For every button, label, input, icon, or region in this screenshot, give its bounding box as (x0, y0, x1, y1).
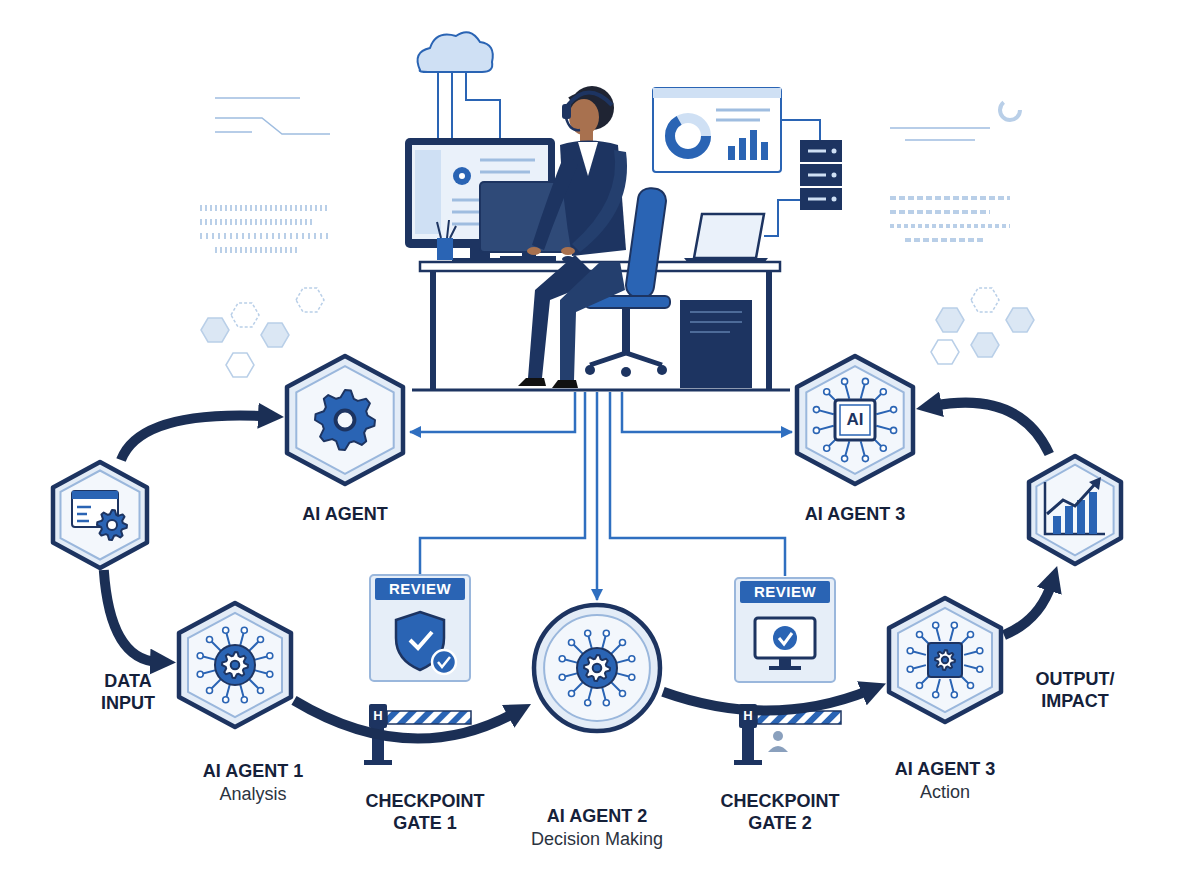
node-title: DATA INPUT (83, 670, 173, 714)
flow-arrow (104, 570, 158, 662)
circle-outline (531, 602, 663, 734)
oversight-lines (410, 392, 792, 600)
hex-outline (50, 460, 150, 570)
hex-outline (176, 601, 294, 729)
decor-hexagons (201, 100, 1034, 377)
agent-hexagon: AI AGENT (284, 354, 406, 486)
agent-hexagon: AI AGENT 1Analysis (176, 601, 294, 729)
gate-mark: H (743, 708, 752, 724)
node-title: AI AGENT 3 (865, 758, 1025, 780)
flow-arrow (663, 690, 869, 710)
flow-arrow (1004, 583, 1052, 635)
flow-arrow (294, 700, 515, 738)
cloud (418, 32, 500, 138)
card-header: REVIEW (369, 578, 471, 600)
card-header: REVIEW (734, 581, 836, 603)
node-title: AI AGENT 2 (497, 805, 697, 827)
node-title: AI AGENT 3 (775, 503, 935, 525)
review-card: REVIEW (734, 577, 836, 683)
node-label: OUTPUT/ IMPACT (1020, 668, 1130, 712)
agent-hexagon: AI AGENT 3Action (886, 596, 1004, 724)
hex-outline (1026, 454, 1124, 566)
hex-outline (886, 596, 1004, 724)
agent-circle: AI AGENT 2Decision Making (531, 602, 663, 734)
node-title: AI AGENT 1 (173, 760, 333, 782)
review-card: REVIEW (369, 574, 471, 682)
output-hexagon: OUTPUT/ IMPACT (1026, 454, 1124, 566)
flow-arrow (121, 415, 266, 460)
node-label: AI AGENT 1Analysis (173, 760, 333, 806)
data-input-hexagon: DATA INPUT (50, 460, 150, 570)
node-label: AI AGENT 3Action (865, 758, 1025, 804)
node-label: AI AGENT 2Decision Making (497, 805, 697, 851)
node-title: AI AGENT (265, 503, 425, 525)
flow-arrow (934, 403, 1050, 454)
node-label: AI AGENT (265, 503, 425, 525)
gate-label: CHECKPOINT GATE 1 (360, 790, 490, 834)
person (518, 86, 627, 388)
checkpoint-gate (734, 704, 841, 765)
node-subtitle: Decision Making (497, 827, 697, 851)
server (800, 140, 842, 210)
node-label: DATA INPUT (83, 670, 173, 714)
node-subtitle: Analysis (173, 782, 333, 806)
chip-label: AI (847, 410, 864, 430)
checkpoint-gate (364, 704, 471, 765)
gate-mark: H (373, 708, 382, 724)
node-label: AI AGENT 3 (775, 503, 935, 525)
hex-outline (284, 354, 406, 486)
node-subtitle: Action (865, 780, 1025, 804)
gate-label: CHECKPOINT GATE 2 (715, 790, 845, 834)
node-title: OUTPUT/ IMPACT (1020, 668, 1130, 712)
